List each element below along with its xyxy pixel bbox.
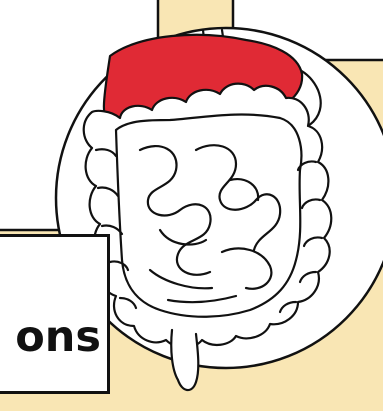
caption-text: ons bbox=[15, 316, 101, 359]
rectum bbox=[171, 330, 198, 390]
caption-card: ons bbox=[0, 234, 110, 394]
